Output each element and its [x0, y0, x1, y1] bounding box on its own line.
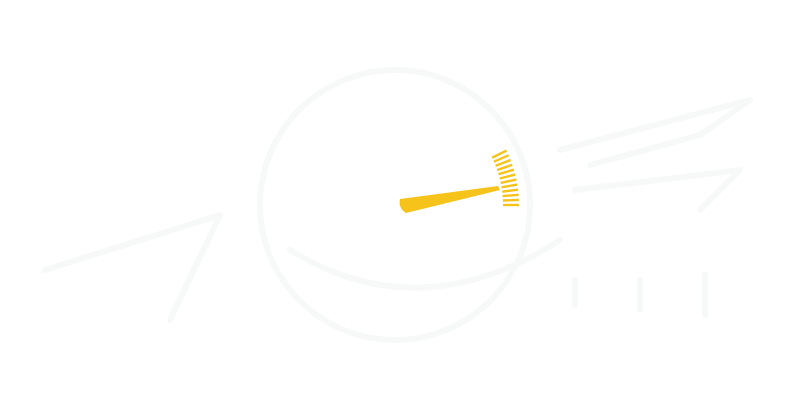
- gauge-ring-shape: [257, 67, 533, 343]
- gauge-tick: [501, 183, 518, 189]
- gauge-needle: [399, 186, 500, 213]
- gauge-tick: [499, 173, 516, 180]
- right-wing-shape-bottom: [572, 167, 743, 213]
- gauge-tick: [500, 178, 517, 185]
- gauge-tick: [491, 149, 508, 159]
- gauge-tick: [498, 168, 515, 176]
- gauge-tick: [495, 158, 512, 167]
- right-wing-shape-top: [557, 97, 753, 168]
- gauge-tick: [502, 193, 519, 198]
- faint-logo-shapes: [42, 67, 753, 343]
- gauge-tick: [502, 188, 519, 193]
- gauge-tick: [493, 154, 510, 163]
- gauge-tick: [496, 163, 513, 172]
- gauge-ticks: [491, 149, 519, 207]
- left-chevron-shape: [42, 212, 223, 323]
- gauge-tick: [502, 198, 519, 202]
- lower-sweep-shape: [287, 237, 563, 291]
